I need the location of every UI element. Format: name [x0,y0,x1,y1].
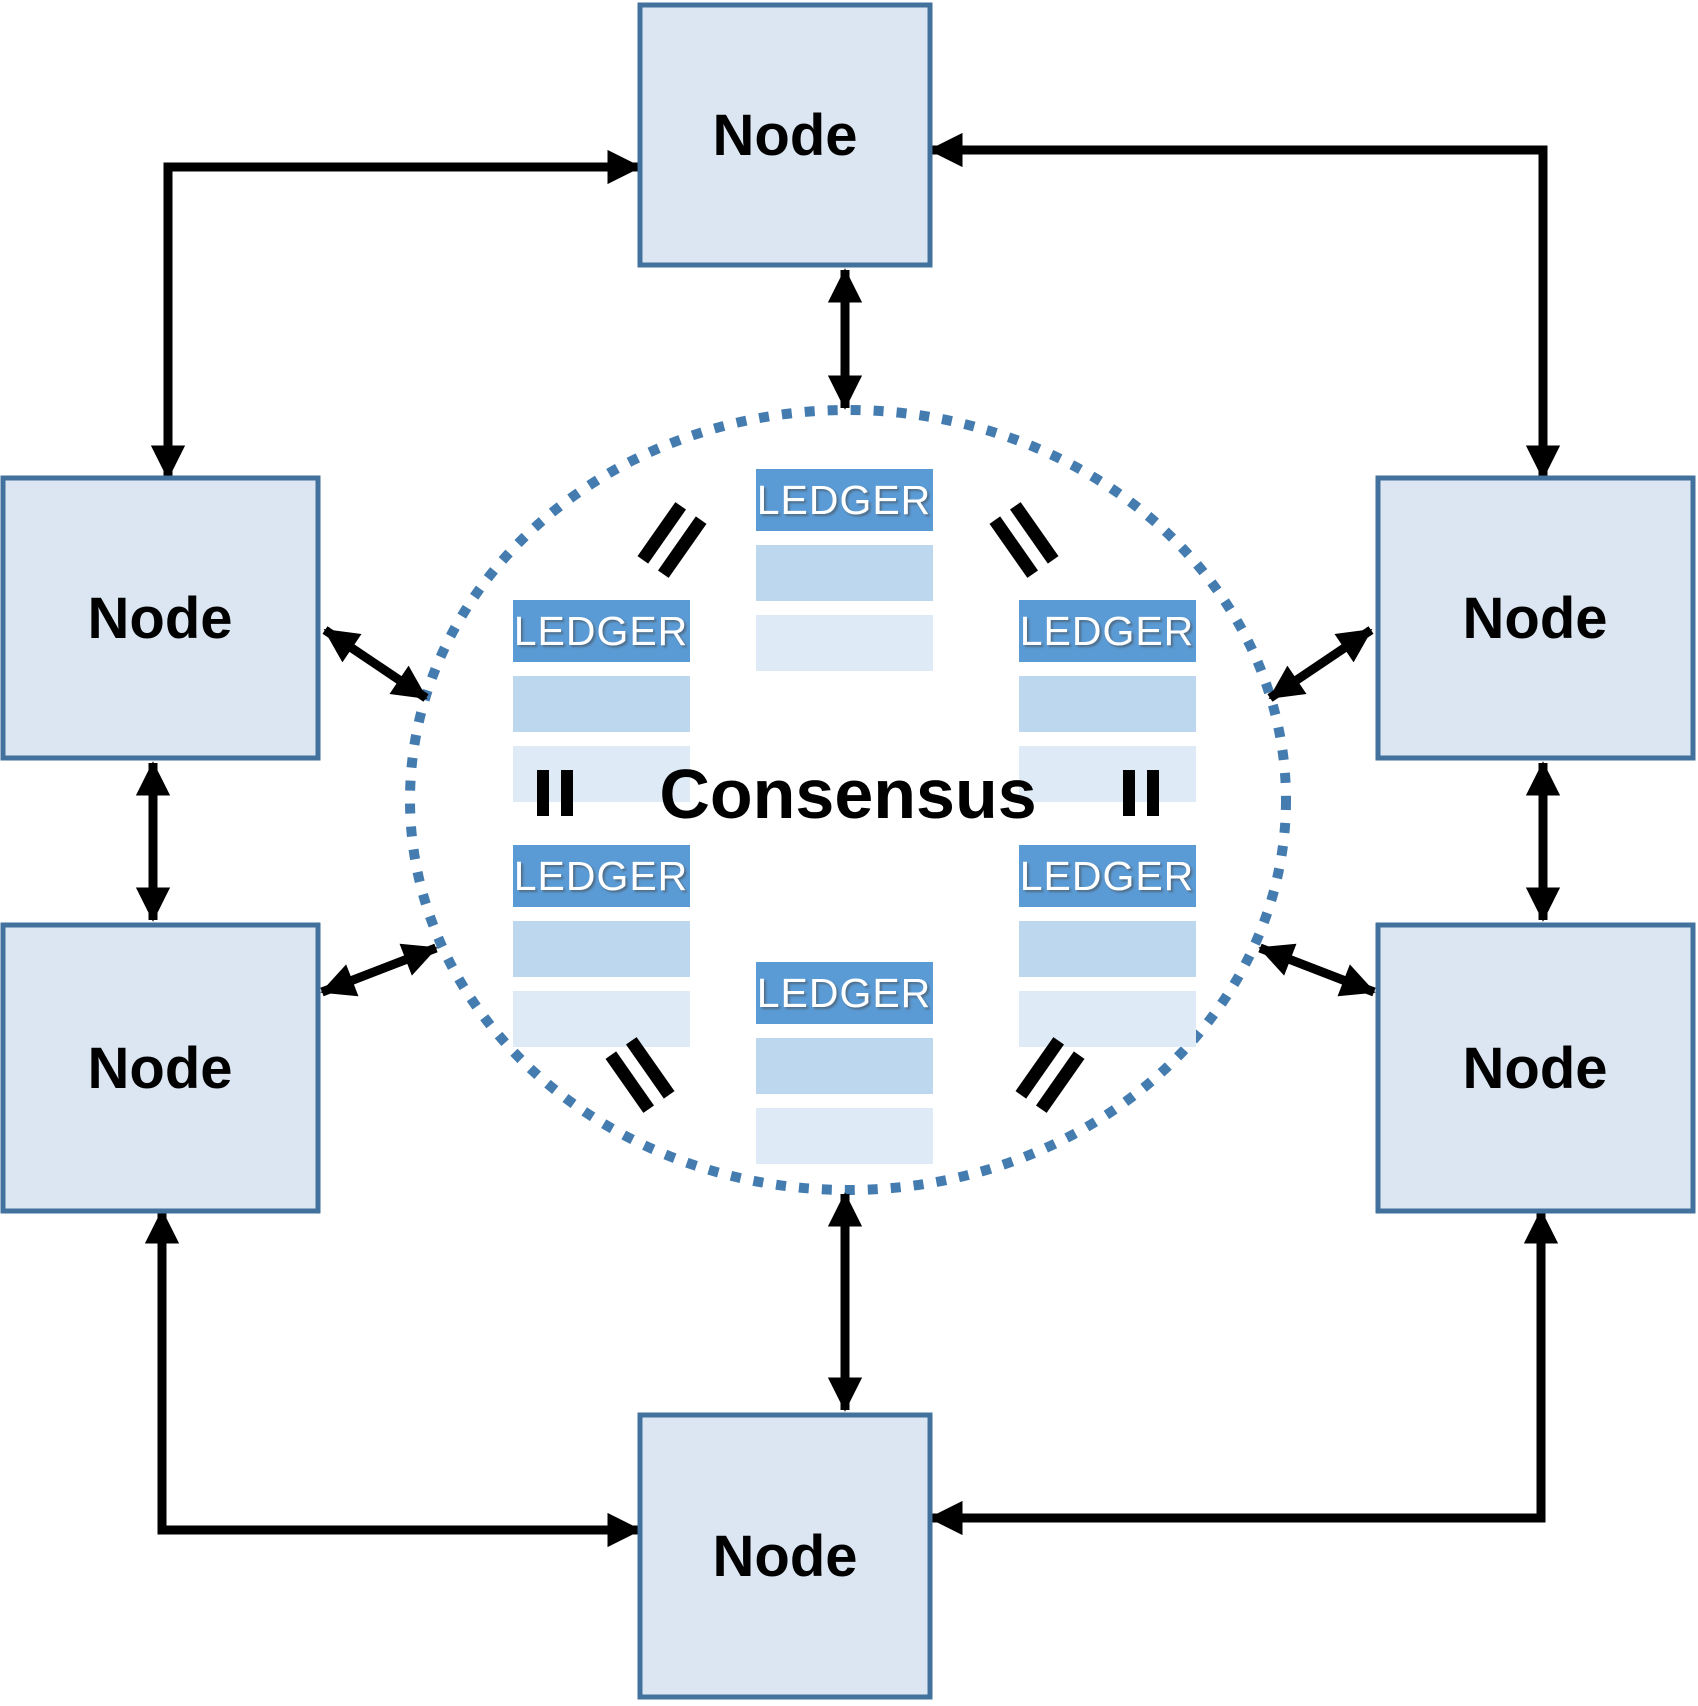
node-lower-left-label: Node [88,1036,233,1101]
equals-icon [1015,1037,1085,1113]
ledger-upper-right: LEDGER [1019,600,1196,802]
equals-icon [989,502,1059,578]
node-top: Node [637,2,933,268]
ledger-row [756,615,933,671]
connector-arrows [135,132,1561,1548]
ledger-upper-left: LEDGER [513,600,690,802]
arrow-top-to-upper-left [150,149,642,480]
ledger-upper-left-label: LEDGER [514,608,689,654]
ledger-row [756,1038,933,1094]
consensus-circle [405,405,1291,1195]
arrow-upper-left-node-to-circle [322,626,429,702]
ledger-row [756,1108,933,1164]
equals-icon [605,1037,675,1113]
ledger-row [1019,921,1196,977]
equals-icon [537,770,573,816]
node-upper-right: Node [1375,475,1696,761]
ledger-lower-right: LEDGER [1019,845,1196,1047]
arrow-lower-left-to-bottom [144,1209,642,1548]
ledger-row [1019,746,1196,802]
arrow-lower-right-node-to-circle [1258,943,1376,997]
arrow-lower-right-to-bottom [928,1209,1559,1536]
arrow-lower-left-node-to-circle [320,943,438,997]
ledger-lower-left-label: LEDGER [514,853,689,899]
node-upper-right-label: Node [1463,586,1608,651]
node-lower-right-label: Node [1463,1036,1608,1101]
ledger-top: LEDGER [756,469,933,671]
ledger-lower-left: LEDGER [513,845,690,1047]
ledger-row [513,921,690,977]
node-bottom: Node [637,1412,933,1700]
consensus-title: Consensus [659,755,1036,833]
node-upper-left: Node [0,475,321,761]
ledger-row [513,676,690,732]
ledger-row [1019,991,1196,1047]
ledger-bottom-label: LEDGER [757,970,932,1016]
node-lower-left: Node [0,922,321,1214]
node-bottom-label: Node [713,1524,858,1589]
equals-icons [537,502,1159,1113]
ledger-upper-right-label: LEDGER [1020,608,1195,654]
node-top-label: Node [713,103,858,168]
node-lower-right: Node [1375,922,1696,1214]
ledger-row [756,545,933,601]
ledger-row [1019,676,1196,732]
equals-icon [637,502,707,578]
equals-icon [1123,770,1159,816]
ledger-lower-right-label: LEDGER [1020,853,1195,899]
ledger-top-label: LEDGER [757,477,932,523]
ledger-row [513,991,690,1047]
arrow-top-to-upper-right [928,132,1561,480]
ledger-bottom: LEDGER [756,962,933,1164]
arrow-upper-right-node-to-circle [1267,626,1374,702]
node-upper-left-label: Node [88,586,233,651]
